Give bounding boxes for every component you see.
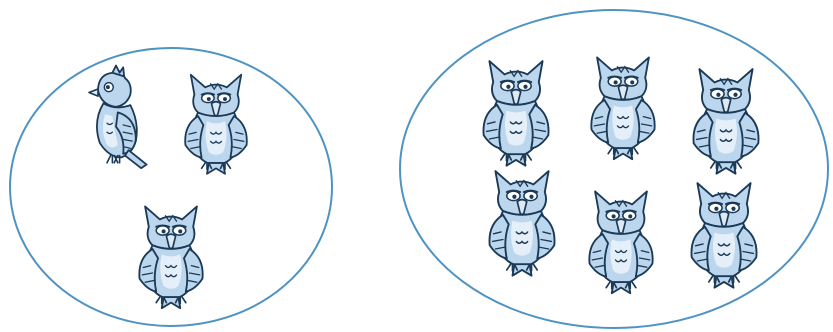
owl-icon [589, 191, 652, 293]
small-bird-icon [89, 66, 147, 169]
owl-icon [591, 57, 654, 159]
owl-icon [483, 61, 548, 166]
owl-icon [489, 171, 554, 276]
owl-icon [185, 75, 247, 174]
owl-icon [693, 69, 758, 174]
owl-icon [139, 206, 202, 308]
owl-icon [691, 183, 756, 288]
